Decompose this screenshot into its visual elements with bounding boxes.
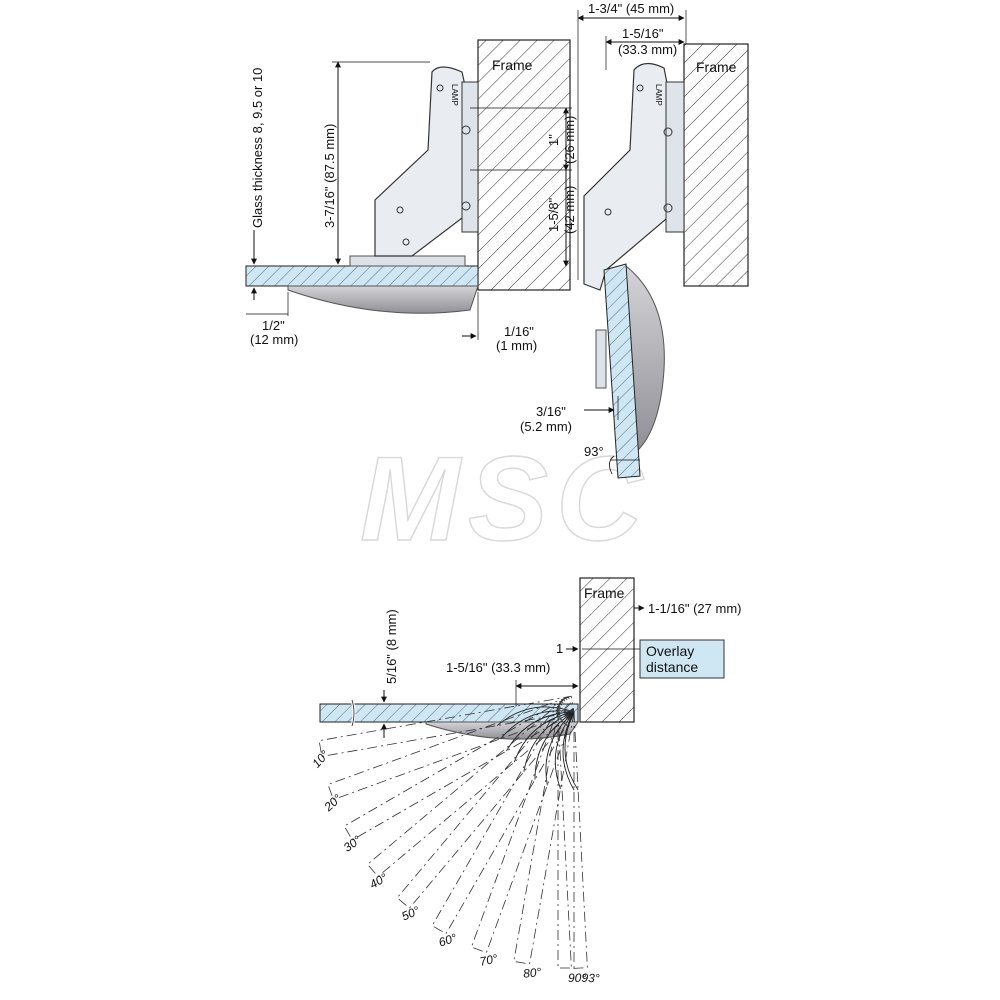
angle-label: 30° [341, 833, 364, 855]
gap-inch: 1/16" [504, 324, 534, 339]
hinge-arm-trace [562, 711, 575, 791]
top-left-view: Frame LAMP Glass thickness 8, 9.5 or 10 … [245, 39, 577, 353]
glass-offset: 5/16" (8 mm) [384, 609, 399, 684]
screw-icon [461, 125, 471, 135]
angle-label: 93° [581, 971, 600, 986]
hinge-cup [287, 285, 479, 314]
watermark: MSC [360, 432, 651, 566]
mounting-plate [349, 255, 466, 267]
hinge-arm-trace [496, 706, 575, 726]
hinge-base-plate [665, 81, 685, 233]
screw-icon [663, 203, 673, 213]
overlay-label-line2: distance [646, 659, 698, 675]
overlay-marker: 1 [556, 641, 563, 656]
top-right-view: Frame LAMP 1-3/4" (45 mm) 1-5/16" (33.3 … [520, 1, 749, 479]
hinge-clamp [595, 329, 607, 389]
screw-icon [604, 208, 612, 216]
screw-icon [663, 127, 673, 137]
overlay-distance-box [639, 639, 725, 679]
hinge-arm-trace [513, 711, 575, 763]
cup-center: 1-5/16" (33.3 mm) [446, 660, 550, 675]
hinge-arm-trace [545, 711, 575, 786]
frame-depth: 1-1/16" (27 mm) [648, 601, 741, 616]
hinge-arm-trace [534, 711, 575, 780]
frame-label: Frame [492, 57, 533, 73]
frame-label: Frame [584, 585, 625, 601]
upper-hole-inch: 1" [546, 134, 561, 146]
glass-panel [245, 265, 479, 287]
frame-wall [579, 577, 635, 723]
glass-thickness-label: Glass thickness 8, 9.5 or 10 [250, 68, 265, 228]
screw-icon [636, 84, 644, 92]
cup-center-inch: 1-5/16" [622, 26, 664, 41]
frame-label: Frame [696, 59, 737, 75]
opening-angle-fan: 10° 20° 30°40° 50° 60° 70° 80° 90°93° [309, 695, 600, 986]
brand-mark: LAMP [654, 84, 663, 106]
bottom-view: Frame 1-1/16" (27 mm) 1 Overlay distance… [309, 577, 741, 986]
frame-wall [683, 43, 749, 287]
angle-label: 80° [522, 965, 542, 981]
total-width: 1-3/4" (45 mm) [588, 1, 674, 16]
frame-wall [477, 39, 571, 291]
screw-icon [461, 201, 471, 211]
hinge-arm-trace [523, 711, 575, 772]
overlay-label-line1: Overlay [646, 643, 694, 659]
angle-label: 90° [568, 971, 586, 985]
angle-label: 20° [321, 791, 345, 814]
gap-mm: (1 mm) [496, 338, 537, 353]
angle-label: 60° [437, 931, 459, 950]
offset-inch: 3/16" [536, 404, 566, 419]
angle-label: 50° [399, 903, 421, 923]
inner-depth-inch: 1/2" [262, 318, 285, 333]
lower-hole-inch: 1-5/8" [546, 197, 561, 232]
angle-label: 40° [367, 870, 390, 891]
angle-label: 70° [478, 951, 499, 969]
hinge-base-plate [461, 81, 479, 233]
offset-mm: (5.2 mm) [520, 419, 572, 434]
hinge-arm-trace [500, 710, 575, 739]
screw-icon [402, 238, 410, 246]
inner-depth-mm: (12 mm) [250, 332, 298, 347]
upper-hole-mm: (26 mm) [562, 116, 577, 164]
hinge-arm-trace [554, 711, 575, 789]
door-position-outline [470, 706, 575, 954]
door-position-outline [557, 711, 588, 969]
angle-label: 10° [309, 748, 332, 771]
height-dimension: 3-7/16" (87.5 mm) [322, 124, 337, 228]
screw-icon [436, 84, 444, 92]
lower-hole-mm: (42 mm) [562, 186, 577, 234]
cup-center-mm: (33.3 mm) [618, 42, 677, 57]
screw-icon [396, 206, 404, 214]
hinge-arm-trace [564, 711, 579, 791]
brand-mark: LAMP [450, 84, 459, 106]
open-angle: 93° [584, 444, 604, 459]
